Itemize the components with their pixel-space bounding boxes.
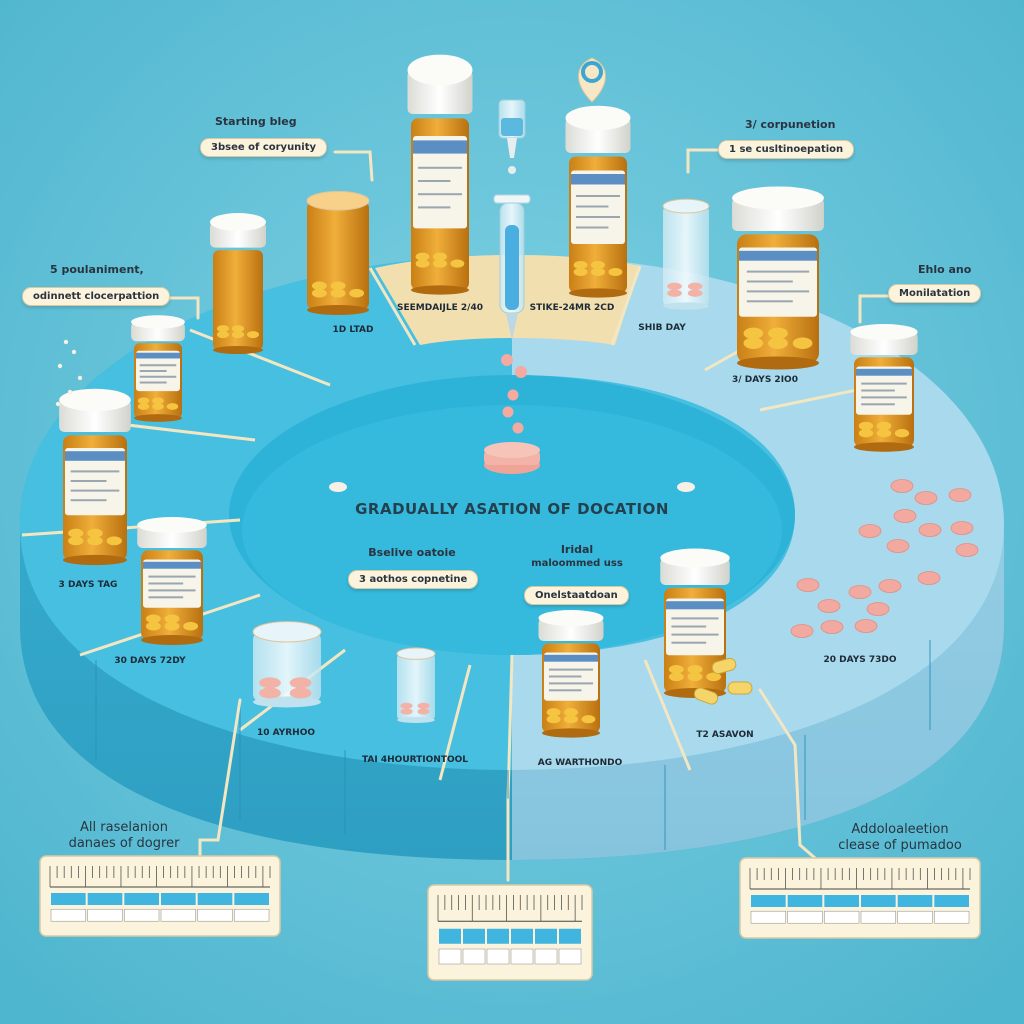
left-label: 5 poulaniment, — [50, 263, 144, 276]
right-pill: Monilatation — [888, 284, 982, 303]
right-top-pill: 1 se cusltinoepation — [718, 140, 855, 159]
ruler-scale — [427, 884, 593, 981]
segment-label: 10 AYRHOO — [256, 728, 316, 738]
pill-bottle-icon — [660, 548, 730, 698]
inner-left-pill: 3 aothos copnetine — [348, 570, 479, 589]
callout-lines — [158, 148, 890, 882]
pill-bottle-icon — [850, 323, 918, 452]
loose-pills — [55, 339, 979, 705]
rulers — [39, 855, 981, 981]
pill-bottle-icon — [137, 516, 207, 645]
inner-right-label-1: Iridal — [560, 543, 594, 556]
segment-label: 1D LTAD — [332, 325, 374, 335]
pill-bottle-icon — [565, 105, 631, 298]
pill-bottle-icon — [306, 191, 370, 315]
segment-label: AG WARTHONDO — [537, 758, 623, 768]
pill-bottle-icon — [396, 647, 436, 724]
inner-right-label-2: maloommed uss — [531, 558, 623, 569]
bottom-right-caption-2: clease of pumadoo — [838, 838, 962, 853]
left-pill: odinnett clocerpattion — [22, 287, 171, 306]
pill-bottle-icon — [732, 186, 824, 370]
pill-bottle-icon — [131, 315, 185, 422]
segment-label: 30 DAYS 72DY — [114, 656, 186, 666]
ruler-scale — [739, 857, 981, 939]
segment-label: 20 DAYS 73DO — [823, 655, 897, 665]
pill-bottle-icon — [59, 388, 131, 566]
syringe-icon — [493, 194, 531, 340]
diagram-title: GRADUALLY ASATION OF DOCATION — [355, 500, 669, 518]
inner-left-label: Bselive oatoie — [368, 546, 456, 559]
pill-bottle-icon — [252, 621, 322, 708]
capsule-pill — [727, 681, 753, 695]
pill-bottles — [59, 54, 918, 738]
starting-label: Starting bleg — [215, 115, 297, 128]
ruler-scale — [39, 855, 281, 937]
bottom-right-caption-1: Addoloaleetion — [851, 822, 949, 837]
segment-label: 3 DAYS TAG — [58, 580, 118, 590]
pill-bottle-icon — [662, 198, 710, 310]
segment-label: SEEMDAIJLE 2/40 — [397, 303, 483, 313]
starting-pill: 3bsee of coryunity — [200, 138, 328, 157]
pill-bottle-icon — [210, 213, 266, 354]
bottom-left-caption-1: All raselanion — [80, 820, 168, 835]
location-pin-icon — [578, 57, 606, 103]
inner-right-pill: Onelstaatdoan — [524, 586, 629, 605]
segment-label: 3/ DAYS 2IO0 — [732, 375, 798, 385]
right-label: Ehlo ano — [918, 263, 972, 276]
segment-label: T2 ASAVON — [696, 730, 754, 740]
dropper-icon — [498, 99, 526, 174]
pill-bottle-icon — [407, 54, 473, 295]
segment-label: SHIB DAY — [638, 323, 686, 333]
bottom-left-caption-2: danaes of dogrer — [68, 836, 180, 851]
segment-label: STIKE-24MR 2CD — [529, 303, 615, 313]
segment-label: TAI 4HOURTIONTOOL — [361, 755, 469, 765]
right-top-label: 3/ corpunetion — [745, 118, 836, 131]
capsule-pill — [711, 657, 737, 675]
pill-stack — [484, 354, 540, 474]
pill-bottle-icon — [538, 609, 604, 738]
capsule-pill — [693, 687, 719, 705]
